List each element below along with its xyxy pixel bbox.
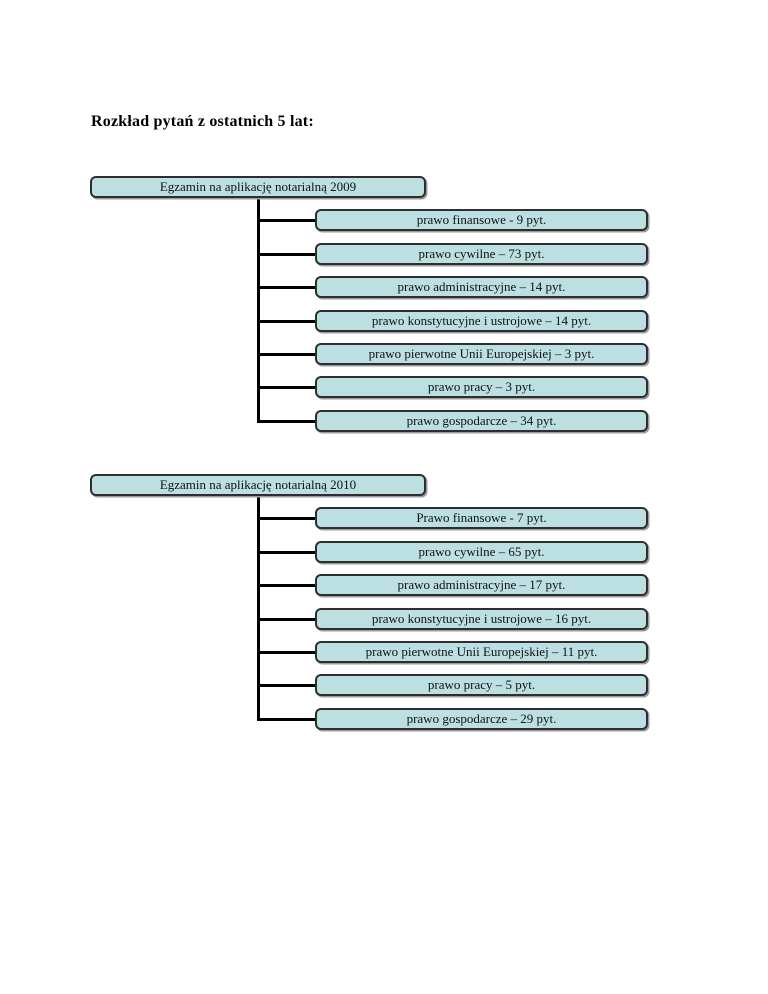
tree-node: prawo pierwotne Unii Europejskiej – 3 py… [315, 343, 648, 365]
connector-line [257, 219, 317, 222]
tree-node: prawo cywilne – 65 pyt. [315, 541, 648, 563]
tree-node: prawo administracyjne – 14 pyt. [315, 276, 648, 298]
connector-line [257, 551, 317, 554]
connector-line [257, 684, 317, 687]
connector-line [257, 494, 260, 721]
tree-node: prawo pracy – 5 pyt. [315, 674, 648, 696]
connector-line [257, 386, 317, 389]
connector-line [257, 517, 317, 520]
tree-node: prawo pracy – 3 pyt. [315, 376, 648, 398]
connector-line [257, 584, 317, 587]
connector-line [257, 718, 317, 721]
tree-node: prawo administracyjne – 17 pyt. [315, 574, 648, 596]
connector-line [257, 196, 260, 423]
tree-root-node: Egzamin na aplikację notarialną 2010 [90, 474, 426, 496]
org-tree-2009: Egzamin na aplikację notarialną 2009 pra… [90, 176, 650, 434]
org-tree-2010: Egzamin na aplikację notarialną 2010 Pra… [90, 474, 650, 732]
tree-node: prawo gospodarcze – 29 pyt. [315, 708, 648, 730]
tree-node: prawo finansowe - 9 pyt. [315, 209, 648, 231]
page-title: Rozkład pytań z ostatnich 5 lat: [91, 113, 314, 130]
tree-node: prawo pierwotne Unii Europejskiej – 11 p… [315, 641, 648, 663]
connector-line [257, 286, 317, 289]
connector-line [257, 253, 317, 256]
connector-line [257, 618, 317, 621]
tree-node: Prawo finansowe - 7 pyt. [315, 507, 648, 529]
connector-line [257, 651, 317, 654]
connector-line [257, 420, 317, 423]
tree-root-node: Egzamin na aplikację notarialną 2009 [90, 176, 426, 198]
tree-node: prawo gospodarcze – 34 pyt. [315, 410, 648, 432]
connector-line [257, 353, 317, 356]
tree-node: prawo cywilne – 73 pyt. [315, 243, 648, 265]
tree-node: prawo konstytucyjne i ustrojowe – 16 pyt… [315, 608, 648, 630]
tree-node: prawo konstytucyjne i ustrojowe – 14 pyt… [315, 310, 648, 332]
connector-line [257, 320, 317, 323]
